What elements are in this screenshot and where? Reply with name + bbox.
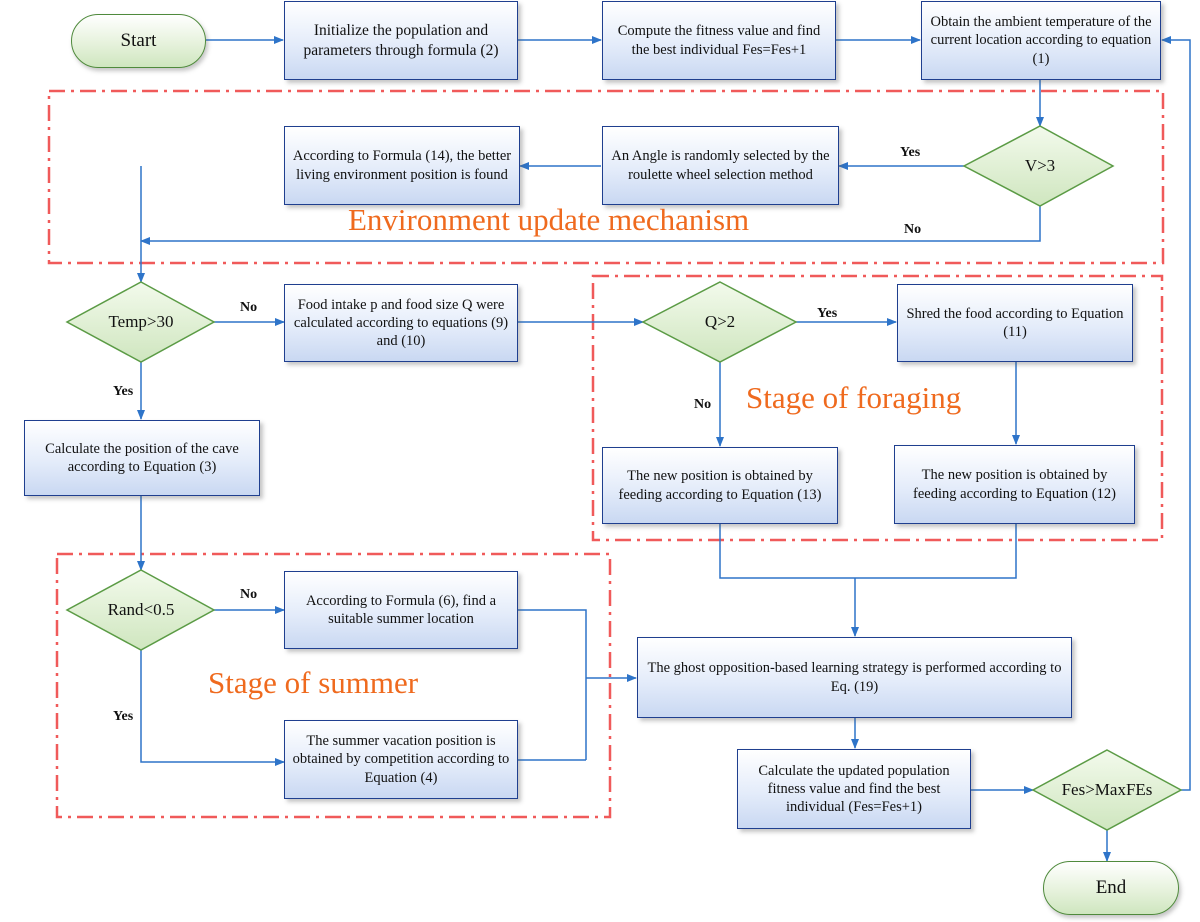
summer-stage-region [55,552,612,819]
foraging-to-ghost-arrow [719,524,1017,636]
v-yes-label: Yes [900,145,921,160]
q-decision-diamond [641,281,798,363]
summer-to-ghost-arrow [518,609,636,761]
v-decision-label: V>3 [1024,156,1056,175]
feeding-equation-13-box: The new position is obtained by feeding … [602,447,838,524]
ambient-temperature-box: Obtain the ambient temperature of the cu… [921,1,1161,80]
q-yes-label: Yes [817,306,838,321]
temp-no-label: No [240,300,258,315]
feeding-equation-12-box: The new position is obtained by feeding … [894,445,1135,524]
v-decision-diamond [962,125,1115,207]
foraging-stage-region [591,274,1164,542]
ghost-opposition-box: The ghost opposition-based learning stra… [637,637,1072,718]
start-terminal: Start [71,14,206,68]
summer-vacation-box: The summer vacation position is obtained… [284,720,518,799]
rand-decision-label: Rand<0.5 [107,600,175,619]
fes-no-loop-arrow [1161,36,1191,791]
summer-stage-title: Stage of summer [208,665,419,700]
rand-yes-arrow [140,650,285,766]
compute-fitness-box: Compute the fitness value and find the b… [602,1,836,80]
v-no-label: No [904,222,922,237]
rand-yes-label: Yes [113,709,134,724]
roulette-angle-box: An Angle is randomly selected by the rou… [602,126,839,205]
v-no-arrow [140,206,1041,245]
fes-decision-label: Fes>MaxFEs [1061,780,1153,799]
summer-location-box: According to Formula (6), find a suitabl… [284,571,518,649]
shred-food-box: Shred the food according to Equation (11… [897,284,1133,362]
foraging-stage-title: Stage of foraging [746,380,962,415]
environment-stage-region [47,89,1165,265]
end-terminal: End [1043,861,1179,915]
food-intake-box: Food intake p and food size Q were calcu… [284,284,518,362]
q-decision-label: Q>2 [704,312,736,331]
rand-no-label: No [240,587,258,602]
cave-position-box: Calculate the position of the cave accor… [24,420,260,496]
better-environment-box: According to Formula (14), the better li… [284,126,520,205]
update-fitness-box: Calculate the updated population fitness… [737,749,971,829]
temp-decision-diamond [65,281,216,363]
temp-yes-label: Yes [113,384,134,399]
environment-stage-title: Environment update mechanism [348,202,750,237]
initialize-population-box: Initialize the population and parameters… [284,1,518,80]
rand-decision-diamond [65,569,216,651]
temp-decision-label: Temp>30 [108,312,174,331]
q-no-label: No [694,397,712,412]
fes-decision-diamond [1031,749,1183,831]
